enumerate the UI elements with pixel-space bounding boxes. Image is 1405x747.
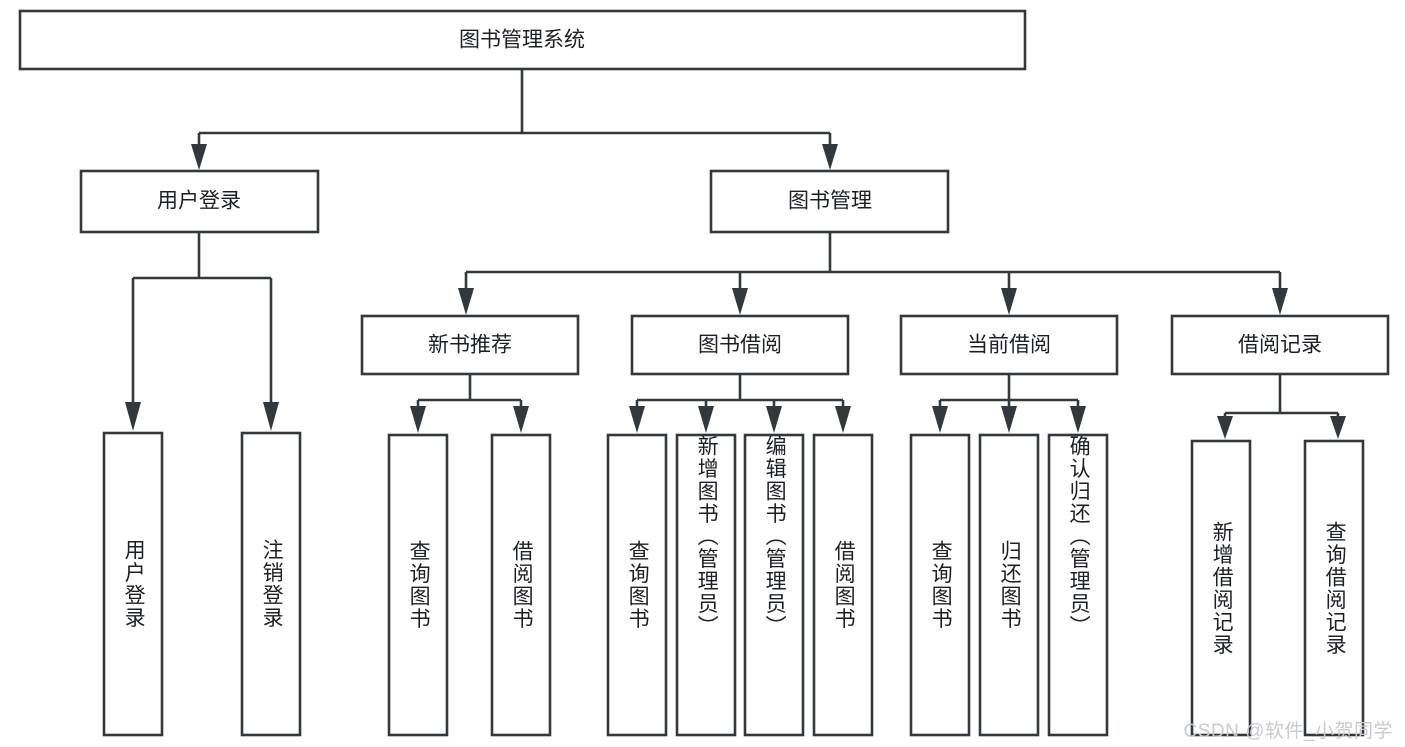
node-user-login[interactable]: 用户登录 [79, 169, 320, 234]
node-leaf-query-book-2[interactable] [606, 433, 668, 737]
arrowhead-borrow-record [1272, 288, 1288, 315]
node-leaf-user-login[interactable] [102, 431, 164, 737]
arrowhead-leaf-add-book [698, 406, 714, 433]
node-leaf-query-book-3[interactable] [909, 433, 971, 737]
connector-current-borrow-to-leaves [932, 374, 1086, 433]
node-leaf-confirm-return[interactable] [1047, 433, 1109, 737]
node-user-login-box[interactable] [79, 169, 320, 234]
node-leaf-query-book-1[interactable] [387, 433, 449, 737]
connector-root-to-level2 [191, 69, 838, 170]
node-new-book-rec-label: 新书推荐 [428, 334, 512, 357]
connector-book-manage-to-level3 [458, 232, 1288, 315]
arrowhead-leaf-user-login [125, 402, 141, 431]
node-new-book-rec[interactable]: 新书推荐 [360, 314, 580, 376]
node-leaf-user-login-box[interactable] [102, 431, 164, 737]
node-leaf-borrow-book-2-box[interactable] [812, 433, 874, 737]
arrowhead-leaf-edit-book [766, 406, 782, 433]
arrowhead-leaf-query-book-3 [932, 406, 948, 433]
node-leaf-return-book[interactable] [978, 433, 1040, 737]
node-current-borrow[interactable]: 当前借阅 [899, 314, 1119, 376]
node-leaf-user-logout[interactable] [240, 431, 302, 737]
arrowhead-book-manage [822, 144, 838, 170]
node-root[interactable]: 图书管理系统 [18, 9, 1027, 71]
node-current-borrow-box[interactable] [899, 314, 1119, 376]
connector-new-book-rec-to-leaves [410, 374, 529, 433]
arrowhead-new-book-rec [458, 288, 474, 315]
node-leaf-add-book-box[interactable] [675, 433, 737, 737]
node-root-box[interactable] [18, 9, 1027, 71]
node-book-borrow[interactable]: 图书借阅 [630, 314, 850, 376]
node-leaf-borrow-book-1[interactable] [490, 433, 552, 737]
node-leaf-edit-book-box[interactable] [743, 433, 805, 737]
node-leaf-query-book-1-box[interactable] [387, 433, 449, 737]
node-leaf-borrow-book-1-box[interactable] [490, 433, 552, 737]
node-book-borrow-box[interactable] [630, 314, 850, 376]
node-leaf-query-record[interactable] [1303, 439, 1365, 737]
arrowhead-book-borrow [732, 288, 748, 315]
node-leaf-confirm-return-box[interactable] [1047, 433, 1109, 737]
node-borrow-record-box[interactable] [1170, 314, 1390, 376]
arrowhead-leaf-add-record [1217, 416, 1233, 439]
node-root-label: 图书管理系统 [459, 29, 585, 52]
arrowhead-leaf-return-book [1001, 406, 1017, 433]
node-book-manage-label: 图书管理 [788, 190, 872, 213]
node-current-borrow-label: 当前借阅 [967, 334, 1051, 357]
node-book-manage-box[interactable] [709, 169, 950, 234]
node-book-borrow-label: 图书借阅 [698, 334, 782, 357]
arrowhead-leaf-borrow-book-1 [513, 406, 529, 433]
node-leaf-add-record[interactable] [1190, 439, 1252, 737]
node-new-book-rec-box[interactable] [360, 314, 580, 376]
arrowhead-leaf-query-record [1330, 416, 1346, 439]
node-leaf-add-record-box[interactable] [1190, 439, 1252, 737]
connector-user-login-to-leaves [125, 232, 279, 431]
arrowhead-leaf-user-logout [263, 402, 279, 431]
node-leaf-return-book-box[interactable] [978, 433, 1040, 737]
node-borrow-record-label: 借阅记录 [1238, 334, 1322, 357]
node-book-manage[interactable]: 图书管理 [709, 169, 950, 234]
node-leaf-edit-book[interactable] [743, 433, 805, 737]
node-leaf-query-record-box[interactable] [1303, 439, 1365, 737]
node-leaf-borrow-book-2[interactable] [812, 433, 874, 737]
arrowhead-leaf-query-book-1 [410, 406, 426, 433]
node-leaf-query-book-2-box[interactable] [606, 433, 668, 737]
arrowhead-leaf-borrow-book-2 [835, 406, 851, 433]
connector-book-borrow-to-leaves [629, 374, 851, 433]
arrowhead-user-login [191, 144, 207, 170]
csdn-watermark: CSDN @软件_小贺同学 [1183, 721, 1393, 742]
node-borrow-record[interactable]: 借阅记录 [1170, 314, 1390, 376]
arrowhead-leaf-query-book-2 [629, 406, 645, 433]
node-leaf-add-book[interactable] [675, 433, 737, 737]
node-user-login-label: 用户登录 [157, 190, 241, 213]
node-leaf-user-logout-box[interactable] [240, 431, 302, 737]
connector-borrow-record-to-leaves [1217, 374, 1346, 439]
arrowhead-leaf-confirm-return [1070, 406, 1086, 433]
node-leaf-query-book-3-box[interactable] [909, 433, 971, 737]
arrowhead-current-borrow [1001, 288, 1017, 315]
